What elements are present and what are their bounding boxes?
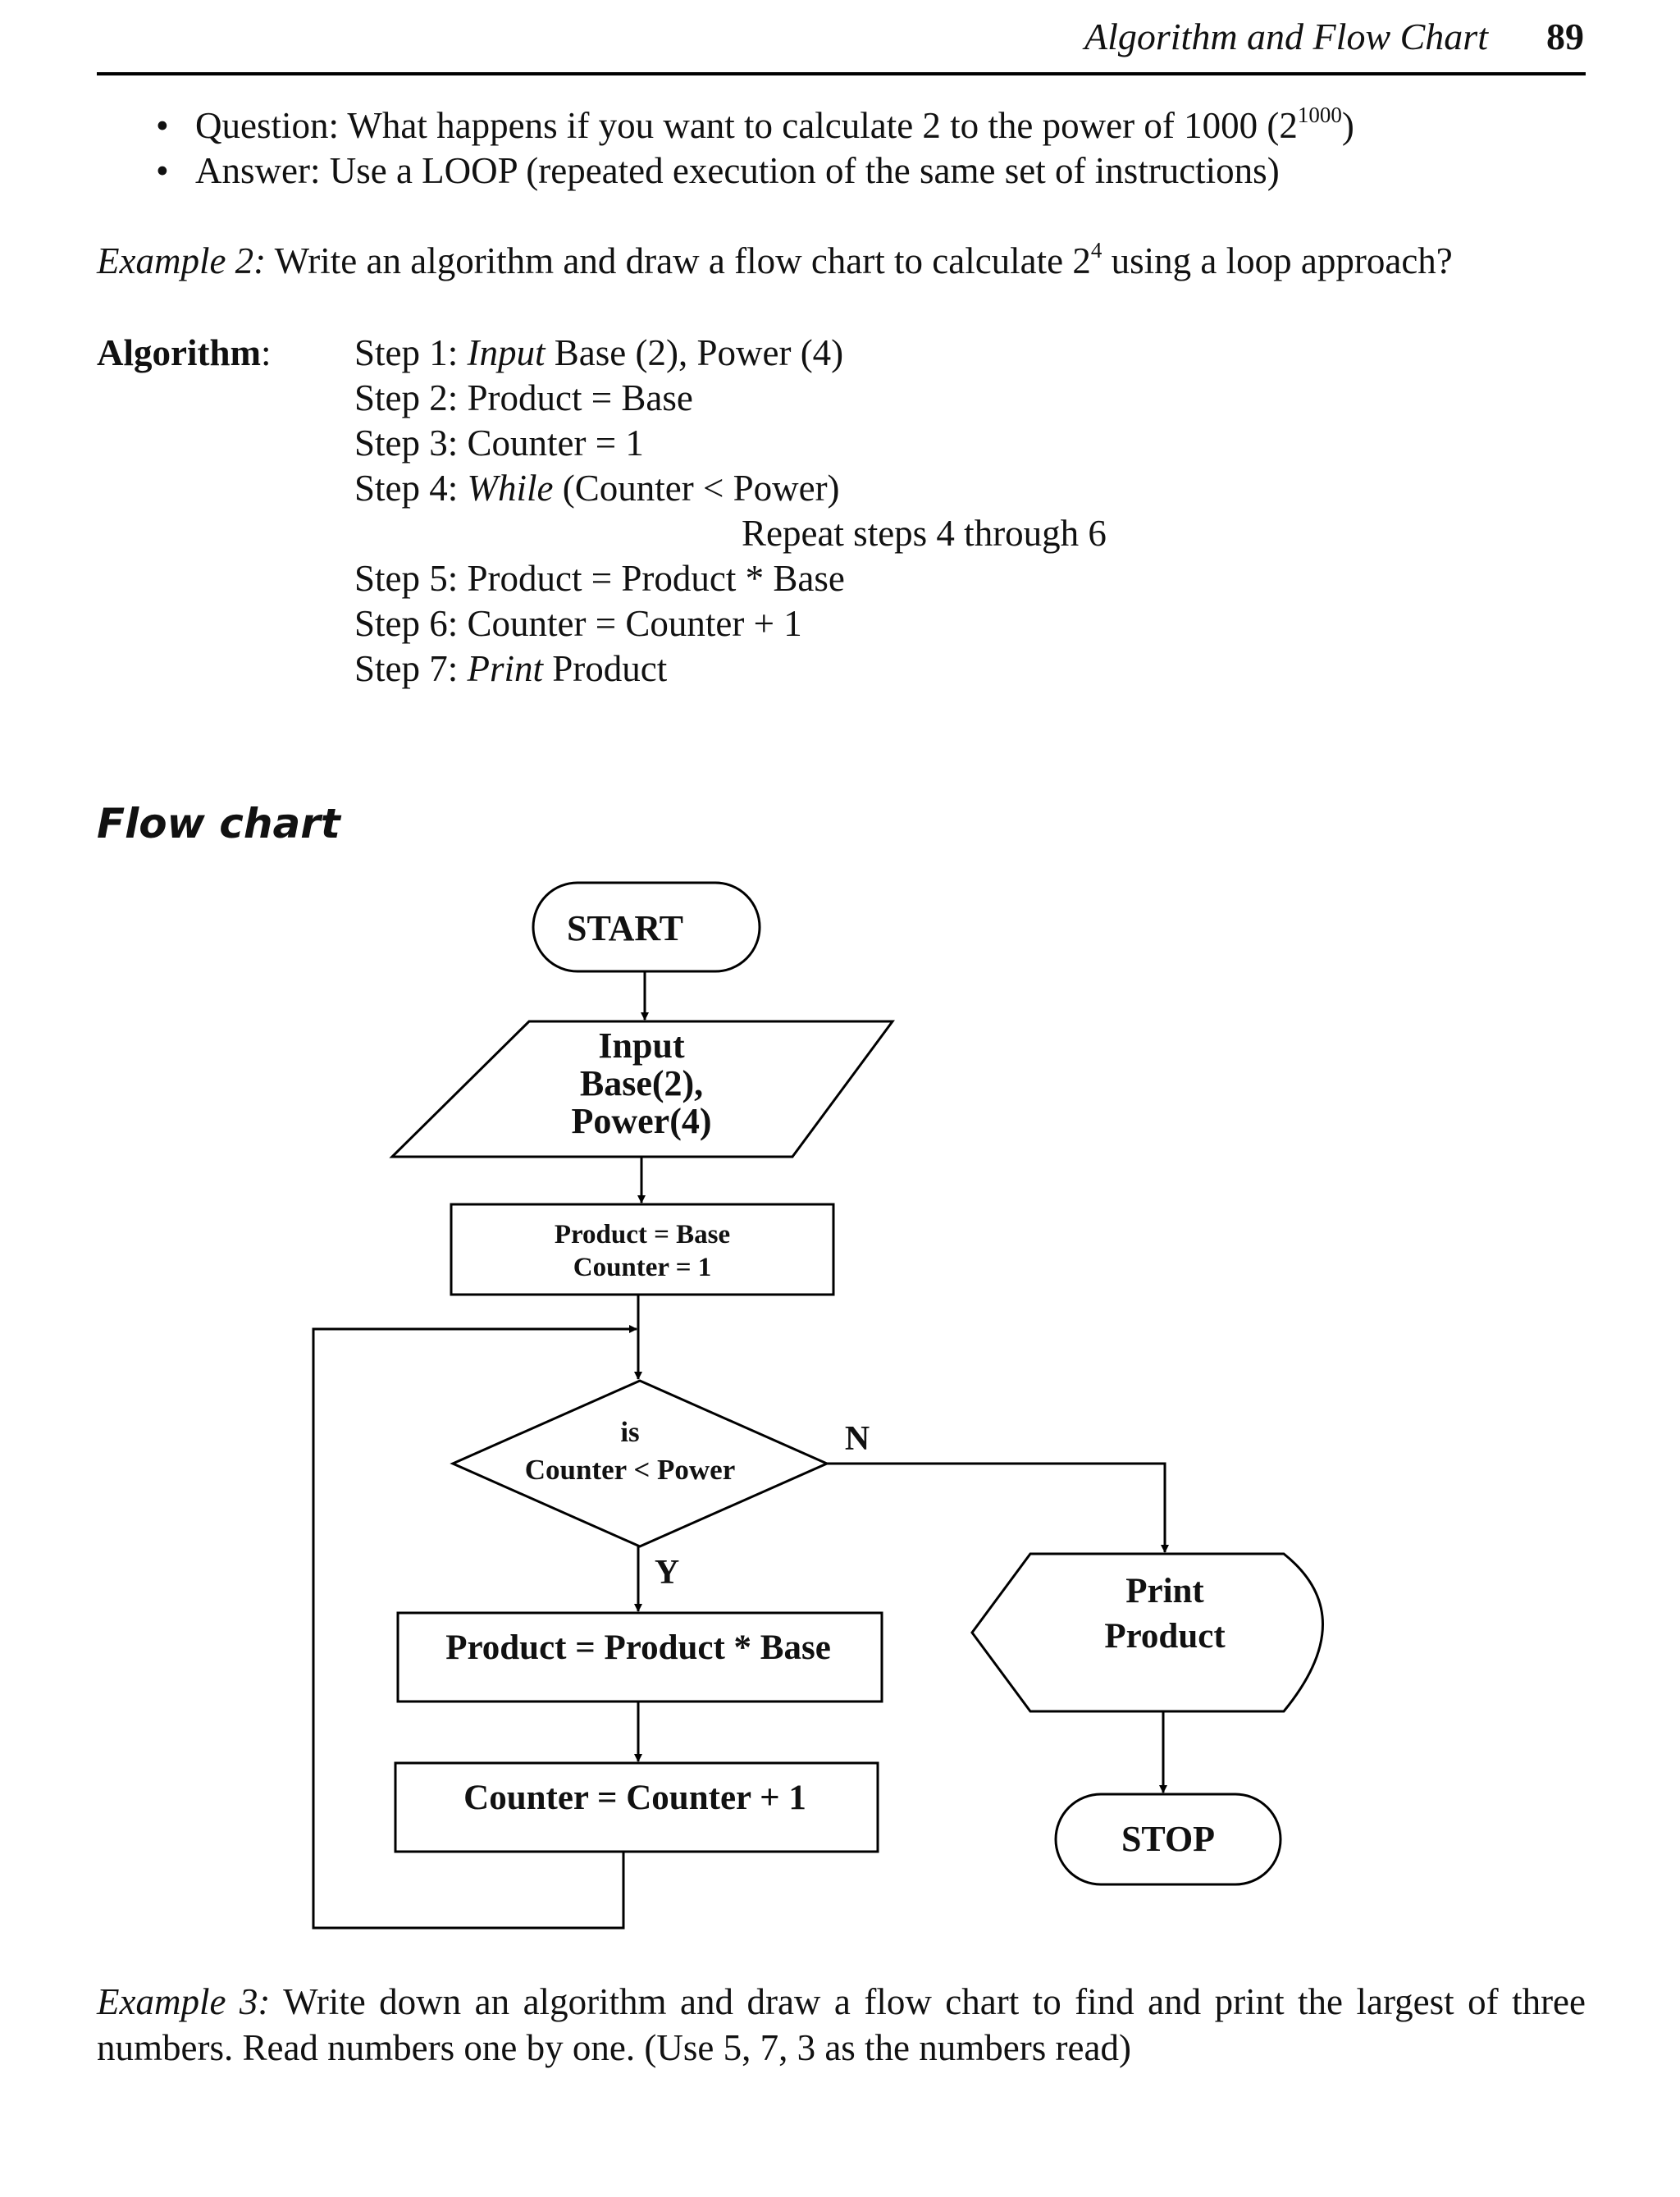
example-3: Example 3: Write down an algorithm and d…: [97, 1979, 1586, 2071]
question-superscript: 1000: [1297, 103, 1342, 128]
example-3-label: Example 3:: [97, 1981, 271, 2022]
bullet-question: • Question: What happens if you want to c…: [156, 104, 1354, 147]
print-line-1: Print: [1125, 1572, 1204, 1610]
step-number: Step 1:: [354, 332, 459, 373]
init-line-1: Product = Base: [555, 1220, 730, 1249]
step-text: (Counter < Power): [553, 468, 840, 509]
algorithm-step-2: Step 2: Product = Base: [354, 377, 693, 419]
multiply-process-box: [396, 1611, 883, 1703]
loop-back-line: [312, 1325, 637, 1930]
example-2-superscript: 4: [1090, 238, 1102, 263]
no-branch-label: N: [845, 1420, 870, 1458]
increment-label: Counter = Counter + 1: [463, 1779, 806, 1817]
algorithm-step-5: Step 5: Product = Product * Base: [354, 557, 845, 600]
increment-process-box: [394, 1761, 879, 1853]
bullet-dot: •: [156, 150, 169, 191]
step-number: Step 5:: [354, 558, 459, 599]
algorithm-step-4-continuation: Repeat steps 4 through 6: [742, 513, 1107, 554]
print-line-2: Product: [1104, 1617, 1226, 1656]
decision-line-1: is: [620, 1416, 639, 1448]
stop-terminal: [1054, 1793, 1282, 1886]
print-display-shape: [970, 1552, 1324, 1713]
step-text: Counter = Counter + 1: [458, 603, 802, 644]
step-number: Step 4:: [354, 468, 459, 509]
step-number: Step 7:: [354, 648, 459, 689]
step-keyword: Print: [467, 648, 544, 689]
input-parallelogram: [389, 1020, 895, 1158]
step-text: Base (2), Power (4): [545, 332, 844, 373]
step-text: Counter = 1: [458, 422, 644, 464]
algorithm-step-1: Step 1: Input Base (2), Power (4): [354, 331, 843, 374]
input-line-2: Base(2),: [580, 1063, 703, 1103]
step-number: Step 6:: [354, 603, 459, 644]
example-2-label: Example 2:: [97, 240, 267, 281]
algorithm-label: Algorithm:: [97, 331, 272, 374]
decision-line-2: Counter < Power: [525, 1454, 735, 1486]
step-text: Product = Product * Base: [458, 558, 845, 599]
start-label: START: [567, 908, 683, 948]
arrow-decision-no: [827, 1462, 1169, 1553]
init-process-box: [450, 1203, 835, 1296]
start-terminal: [532, 881, 761, 973]
header-rule: [97, 72, 1586, 75]
algorithm-step-7: Step 7: Print Product: [354, 647, 667, 690]
input-line-1: Input: [598, 1025, 685, 1066]
input-line-3: Power(4): [571, 1101, 711, 1141]
answer-text: Answer: Use a LOOP (repeated execution o…: [195, 150, 1280, 191]
example-3-text: Write down an algorithm and draw a flow …: [97, 1981, 1586, 2068]
page-number: 89: [1546, 16, 1584, 57]
step-number: Step 2:: [354, 377, 459, 418]
question-close: ): [1341, 105, 1354, 146]
stop-label: STOP: [1121, 1819, 1215, 1859]
algorithm-step-4: Step 4: While (Counter < Power): [354, 467, 840, 509]
bullet-dot: •: [156, 105, 169, 146]
question-text: Question: What happens if you want to ca…: [195, 105, 1298, 146]
example-2-text: Write an algorithm and draw a flow chart…: [266, 240, 1091, 281]
example-2: Example 2: Write an algorithm and draw a…: [97, 240, 1453, 282]
step-keyword: While: [467, 468, 554, 509]
bullet-answer: • Answer: Use a LOOP (repeated execution …: [156, 149, 1280, 192]
step-keyword: Input: [467, 332, 546, 373]
algorithm-step-6: Step 6: Counter = Counter + 1: [354, 602, 802, 645]
yes-branch-label: Y: [655, 1554, 679, 1592]
algorithm-colon: :: [260, 332, 272, 373]
decision-diamond: [450, 1379, 830, 1548]
running-title: Algorithm and Flow Chart: [1084, 16, 1488, 57]
step-text: Product: [543, 648, 668, 689]
multiply-label: Product = Product * Base: [445, 1628, 831, 1667]
init-line-2: Counter = 1: [573, 1253, 712, 1282]
step-number: Step 3:: [354, 422, 459, 464]
flow-chart-heading: Flow chart: [97, 800, 340, 847]
algorithm-label-text: Algorithm: [97, 332, 261, 373]
step-text: Product = Base: [458, 377, 693, 418]
example-2-text-end: using a loop approach?: [1102, 240, 1453, 281]
algorithm-step-3: Step 3: Counter = 1: [354, 422, 644, 464]
